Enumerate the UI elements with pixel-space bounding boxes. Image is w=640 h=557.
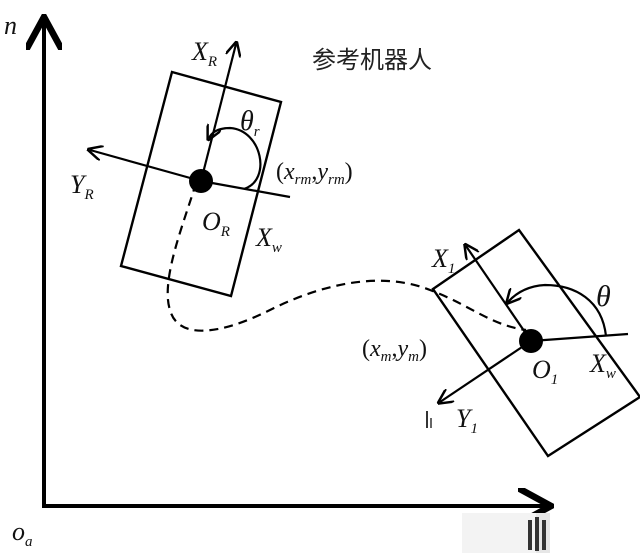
label-yr: YR xyxy=(70,170,94,203)
small-tick-marks xyxy=(426,411,432,428)
reference-robot-body xyxy=(119,70,283,298)
following-y-axis xyxy=(440,340,532,402)
following-x-axis xyxy=(466,246,532,342)
label-point-rm: (xrm,yrm) xyxy=(276,159,353,188)
label-or: OR xyxy=(202,207,230,240)
label-o1: O1 xyxy=(532,355,558,388)
reference-theta-arc xyxy=(209,128,262,191)
label-xw-following: Xw xyxy=(589,349,616,382)
following-theta-arc xyxy=(508,283,608,337)
label-xw-reference: Xw xyxy=(255,223,282,256)
title-reference-robot: 参考机器人 xyxy=(312,46,432,74)
following-center-point xyxy=(519,329,543,353)
following-robot xyxy=(431,228,640,458)
reference-robot xyxy=(90,44,291,298)
watermark-block xyxy=(462,513,550,553)
reference-center-point xyxy=(189,169,213,193)
label-xr: XR xyxy=(191,37,217,70)
label-y1: Y1 xyxy=(456,404,478,437)
reference-y-axis xyxy=(90,150,202,183)
following-robot-body xyxy=(431,228,640,458)
trajectory-dashed-path xyxy=(166,182,527,332)
following-heading-line xyxy=(530,332,629,343)
label-theta: θ xyxy=(596,280,611,313)
label-theta-r: θr xyxy=(240,106,260,140)
label-x1: X1 xyxy=(431,244,455,277)
reference-x-axis xyxy=(199,44,236,182)
label-point-m: (xm,ym) xyxy=(362,336,427,365)
axis-y-label: n xyxy=(4,11,17,40)
world-axes xyxy=(42,20,548,506)
origin-label: oa xyxy=(12,517,33,550)
